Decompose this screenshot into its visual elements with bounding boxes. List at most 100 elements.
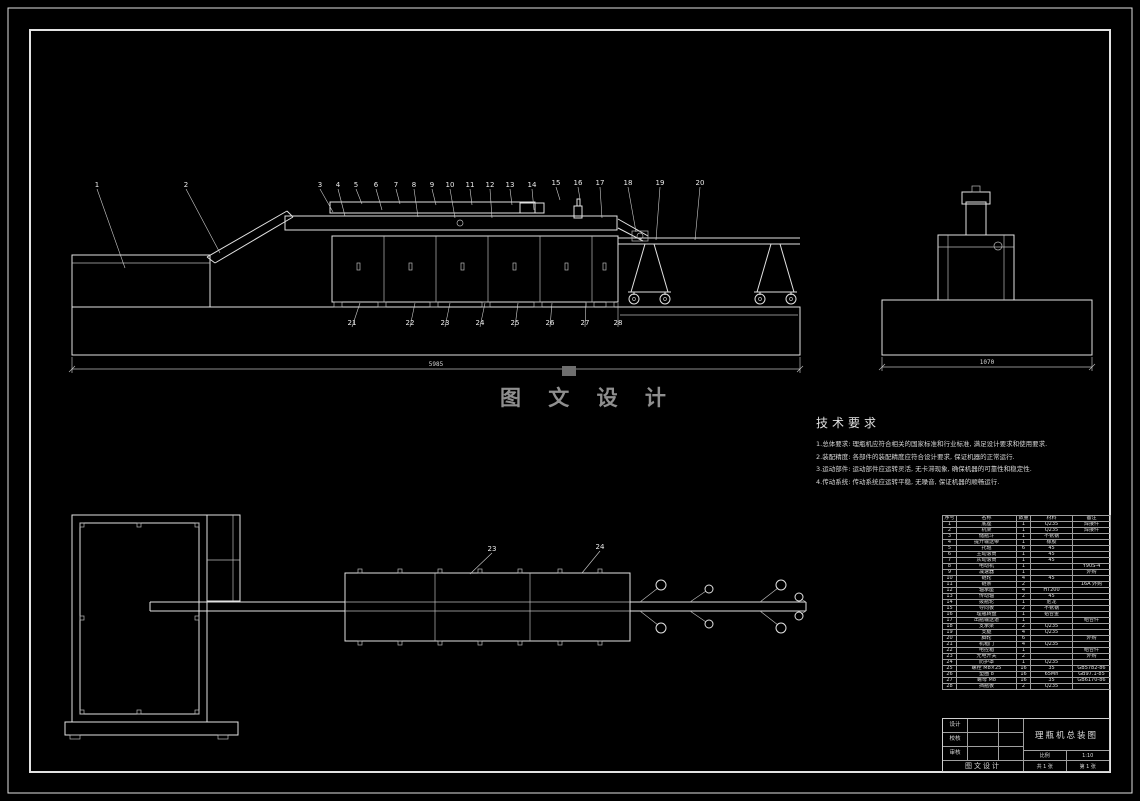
title-block-row: 校核 bbox=[943, 733, 1023, 747]
leader-line bbox=[514, 302, 519, 328]
leader-line bbox=[96, 188, 126, 269]
leader-line bbox=[479, 302, 486, 328]
leader-line bbox=[577, 186, 581, 200]
side-elevation-view bbox=[68, 198, 804, 373]
scale-value: 1:10 bbox=[1066, 751, 1109, 761]
balloon-number: 27 bbox=[581, 319, 590, 327]
balloon-number: 2 bbox=[184, 181, 188, 189]
balloon-number: 5 bbox=[354, 181, 358, 189]
balloon-number: 10 bbox=[446, 181, 455, 189]
leader-line bbox=[599, 186, 603, 219]
leader-line bbox=[469, 188, 473, 206]
leader-line bbox=[319, 188, 334, 213]
balloon-number: 25 bbox=[511, 319, 520, 327]
leader-line bbox=[444, 302, 451, 328]
title-block: 设计 校核 审核 图文设计 理瓶机总装图 比例 1:10 共 1 张 bbox=[942, 718, 1110, 772]
balloon-number: 22 bbox=[406, 319, 415, 327]
leader-line bbox=[694, 186, 701, 241]
balloon-number: 21 bbox=[348, 319, 357, 327]
balloon-number: 8 bbox=[412, 181, 416, 189]
approver-date bbox=[999, 747, 1023, 760]
tech-requirements: 技术要求 1.总体要求: 理瓶机应符合相关的国家标准和行业标准, 满足设计要求和… bbox=[816, 414, 1086, 488]
machine-plan-view bbox=[149, 568, 807, 646]
balloon-number: 4 bbox=[336, 181, 341, 189]
bom-cell: 28 bbox=[942, 683, 957, 690]
checker-name bbox=[968, 733, 999, 746]
leader-line bbox=[555, 186, 561, 201]
designer-date bbox=[999, 719, 1023, 732]
leader-line bbox=[584, 302, 587, 328]
dimension-value: 1070 bbox=[980, 359, 995, 366]
bom-header-cell: 序号 bbox=[942, 515, 957, 522]
dimension-value: 5985 bbox=[429, 361, 444, 368]
balloon-number: 23 bbox=[441, 319, 450, 327]
title-block-grid: 比例 1:10 共 1 张 第 1 张 bbox=[1024, 751, 1109, 771]
balloon-number: 7 bbox=[394, 181, 398, 189]
watermark-text: 图 文 设 计 bbox=[500, 386, 676, 410]
leader-line bbox=[449, 188, 456, 219]
bom-cell: 2 bbox=[1016, 683, 1031, 690]
approver-name bbox=[968, 747, 999, 760]
balloon-number: 3 bbox=[318, 181, 322, 189]
balloon-number: 12 bbox=[486, 181, 495, 189]
designer-label: 设计 bbox=[943, 719, 968, 732]
title-block-signatures: 设计 校核 审核 图文设计 bbox=[943, 719, 1024, 771]
leader-line bbox=[531, 188, 535, 211]
bom-header-cell: 数量 bbox=[1016, 515, 1031, 522]
balloon-number: 6 bbox=[374, 181, 379, 189]
sheet-total: 共 1 张 bbox=[1024, 761, 1067, 771]
leader-line bbox=[581, 550, 601, 574]
end-view bbox=[878, 185, 1096, 371]
balloon-number: 1 bbox=[95, 181, 99, 189]
bom-cell: GB6170-86 bbox=[1072, 677, 1111, 684]
leader-line bbox=[489, 188, 493, 219]
balloon-number: 11 bbox=[466, 181, 475, 189]
checker-label: 校核 bbox=[943, 733, 968, 746]
leader-line bbox=[469, 552, 493, 575]
balloon-number: 23 bbox=[488, 545, 497, 553]
title-block-row: 审核 bbox=[943, 747, 1023, 761]
tech-requirement-line: 3.运动部件: 运动部件应运转灵活, 无卡滞现象, 确保机器的可靠性和稳定性. bbox=[816, 465, 1032, 473]
balloon-number: 18 bbox=[624, 179, 633, 187]
leader-line bbox=[351, 302, 361, 328]
dimension-labels: 5985 1070 bbox=[429, 359, 995, 368]
leader-line bbox=[395, 188, 401, 205]
checker-date bbox=[999, 733, 1023, 746]
balloon-number: 15 bbox=[552, 179, 561, 187]
bom-cell: Q235 bbox=[1030, 683, 1073, 690]
leader-line bbox=[627, 186, 637, 233]
watermark-logo bbox=[562, 366, 576, 376]
hopper-plan-view bbox=[64, 514, 241, 740]
leader-line bbox=[337, 188, 346, 217]
company-name: 图文设计 bbox=[965, 762, 1001, 770]
balloon-number: 17 bbox=[596, 179, 605, 187]
balloon-number: 24 bbox=[476, 319, 485, 327]
balloon-number: 14 bbox=[528, 181, 537, 189]
tech-requirement-line: 2.装配精度: 各部件的装配精度应符合设计要求, 保证机器的正常运行. bbox=[816, 452, 1015, 461]
leader-line bbox=[375, 188, 383, 211]
balloon-number: 19 bbox=[656, 179, 665, 187]
scale-label: 比例 bbox=[1024, 751, 1067, 761]
balloon-number: 16 bbox=[574, 179, 583, 187]
tech-requirements-heading: 技术要求 bbox=[816, 416, 881, 430]
designer-name bbox=[968, 719, 999, 732]
leader-line bbox=[655, 186, 661, 241]
bom-cell: 挡瓶板 bbox=[956, 683, 1017, 690]
tech-requirement-line: 4.传动系统: 传动系统应运转平稳, 无噪音, 保证机器的顺畅运行. bbox=[816, 477, 1000, 486]
title-block-row: 设计 bbox=[943, 719, 1023, 733]
bom-cell: GB5782-86 bbox=[1072, 665, 1111, 672]
leader-line bbox=[549, 302, 553, 328]
leader-line bbox=[185, 188, 221, 254]
